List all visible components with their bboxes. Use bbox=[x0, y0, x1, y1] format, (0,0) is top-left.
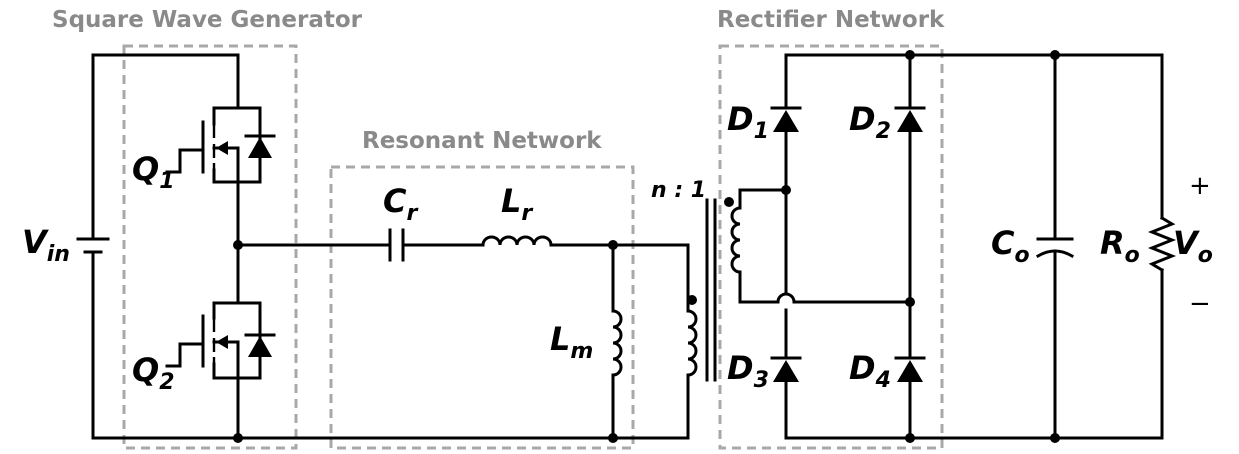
resistor-ro bbox=[1147, 53, 1177, 440]
label-vo: Vo bbox=[1173, 224, 1213, 268]
rectifier-top-node bbox=[905, 50, 915, 60]
output-cap-bottom-node bbox=[1050, 433, 1060, 443]
square-wave-generator-box bbox=[122, 44, 298, 450]
resonant-network-title: Resonant Network bbox=[362, 128, 602, 154]
rectifier-network-box bbox=[718, 44, 944, 450]
label-vin: Vin bbox=[22, 223, 70, 267]
transformer bbox=[611, 188, 912, 440]
input-voltage-source bbox=[76, 53, 240, 440]
label-lr: Lr bbox=[501, 182, 533, 226]
label-lm: Lm bbox=[550, 320, 593, 364]
capacitor-cr bbox=[236, 228, 485, 262]
diode-d1 bbox=[770, 53, 802, 192]
label-vo-minus: − bbox=[1189, 289, 1211, 319]
left-leg-node bbox=[781, 185, 791, 195]
right-leg-node bbox=[905, 297, 915, 307]
square-wave-generator-title: Square Wave Generator bbox=[52, 7, 363, 33]
label-d2: D2 bbox=[849, 100, 891, 144]
inductor-lr bbox=[481, 235, 615, 247]
label-co: Co bbox=[991, 224, 1030, 268]
output-cap-top-node bbox=[1050, 50, 1060, 60]
label-d1: D1 bbox=[727, 100, 769, 144]
diode-d4 bbox=[894, 356, 926, 440]
resonant-network-box bbox=[329, 165, 635, 450]
label-d3: D3 bbox=[727, 349, 769, 393]
label-cr: Cr bbox=[383, 182, 418, 226]
label-vo-plus: + bbox=[1189, 171, 1211, 201]
rectifier-network-title: Rectifier Network bbox=[717, 7, 945, 33]
capacitor-co bbox=[1035, 53, 1075, 440]
inductor-lm bbox=[611, 243, 623, 440]
label-d4: D4 bbox=[849, 349, 891, 393]
label-ro: Ro bbox=[1100, 224, 1140, 268]
label-q2: Q2 bbox=[132, 351, 175, 395]
mosfet-q1 bbox=[165, 53, 276, 247]
label-turns-ratio: n : 1 bbox=[651, 178, 706, 203]
mosfet-q2 bbox=[165, 243, 276, 440]
rectifier-bottom-node bbox=[905, 433, 915, 443]
label-q1: Q1 bbox=[132, 150, 175, 194]
diode-d3 bbox=[770, 308, 802, 440]
diode-d2 bbox=[894, 53, 926, 360]
